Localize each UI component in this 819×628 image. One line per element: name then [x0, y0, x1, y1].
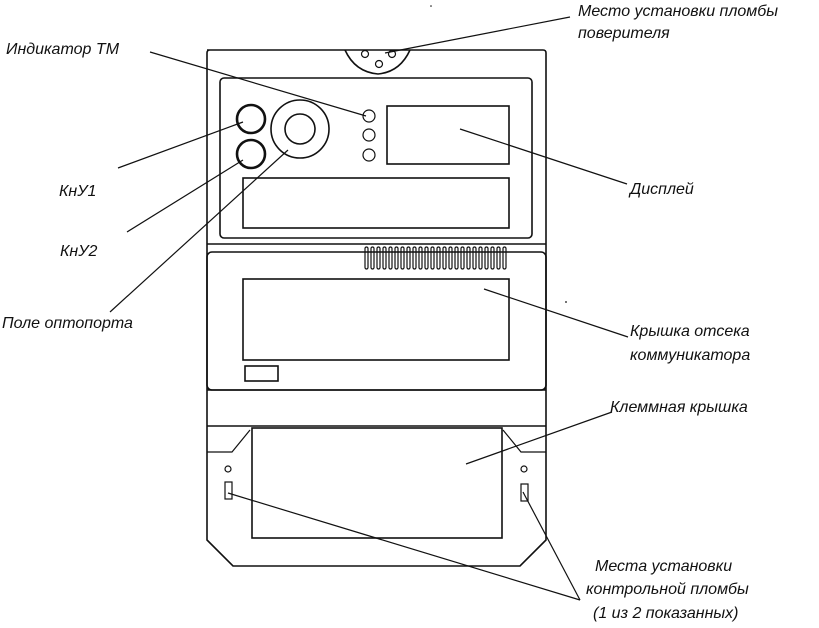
leader-control-seal-right — [522, 491, 581, 601]
label-knu1: КнУ1 — [59, 183, 97, 200]
vent-slot — [466, 246, 471, 270]
display-window — [386, 105, 510, 165]
comm-small-window — [244, 365, 279, 382]
vent-slot — [418, 246, 423, 270]
seal-hole-center — [374, 59, 384, 69]
knu1-button — [235, 103, 267, 135]
vent-slot — [406, 246, 411, 270]
terminal-cover-panel — [251, 427, 503, 539]
label-terminal-cover: Клеммная крышка — [610, 399, 748, 416]
vent-slot — [490, 246, 495, 270]
indicator-tm-led — [362, 109, 376, 123]
vent-slot — [376, 246, 381, 270]
vent-slot — [460, 246, 465, 270]
terminal-left-notch — [207, 429, 251, 453]
leader-optoport — [109, 149, 289, 313]
optoport-outer — [270, 99, 330, 159]
vent-slot — [424, 246, 429, 270]
leader-knu2 — [126, 159, 244, 233]
comm-cover-window — [242, 278, 510, 361]
stray-dot-1 — [565, 301, 567, 303]
vent-slot — [400, 246, 405, 270]
control-seal-hole-right — [520, 465, 528, 473]
leader-indicator-tm — [149, 51, 367, 117]
label-seal-verifier-line1: Место установки пломбы — [578, 3, 779, 20]
seal-hole-left — [360, 49, 370, 59]
seal-hole-right — [387, 49, 397, 59]
indicator-led-2 — [362, 128, 376, 142]
vent-slot — [484, 246, 489, 270]
vent-slot — [448, 246, 453, 270]
vent-slot — [394, 246, 399, 270]
leader-knu1 — [117, 121, 244, 169]
vent-slot — [454, 246, 459, 270]
stray-dot-2 — [430, 5, 432, 7]
vent-slot — [412, 246, 417, 270]
label-control-seal-line2: контрольной пломбы — [586, 581, 749, 598]
control-seal-hole-left — [224, 465, 232, 473]
vent-slots — [364, 246, 507, 270]
label-comm-cover-line1: Крышка отсека — [630, 323, 750, 340]
leader-comm-cover — [483, 288, 629, 338]
leader-seal-verifier — [384, 16, 571, 54]
leader-display — [459, 128, 628, 185]
label-optoport-field: Поле оптопорта — [2, 315, 133, 332]
housing-outline — [206, 49, 547, 567]
vent-slot — [370, 246, 375, 270]
leader-terminal-cover — [465, 411, 613, 465]
leader-control-seal-left — [227, 492, 581, 601]
terminal-right-notch — [502, 429, 546, 453]
comm-section — [206, 251, 547, 391]
label-control-seal-line3: (1 из 2 показанных) — [593, 605, 739, 622]
vent-slot — [430, 246, 435, 270]
vent-slot — [388, 246, 393, 270]
label-knu2: КнУ2 — [60, 243, 98, 260]
verifier-seal-bump — [344, 49, 411, 75]
label-seal-verifier-line2: поверителя — [578, 25, 670, 42]
vent-slot — [382, 246, 387, 270]
upper-panel — [219, 77, 533, 239]
label-indicator-tm: Индикатор ТМ — [6, 41, 120, 58]
optoport-inner — [284, 113, 316, 145]
label-comm-cover-line2: коммуникатора — [630, 347, 751, 364]
vent-slot — [502, 246, 507, 270]
label-control-seal-line1: Места установки — [595, 558, 733, 575]
vent-slot — [496, 246, 501, 270]
control-seal-slot-left — [224, 481, 233, 500]
vent-slot — [472, 246, 477, 270]
vent-slot — [442, 246, 447, 270]
vent-slot — [478, 246, 483, 270]
vent-slot — [436, 246, 441, 270]
vent-slot — [364, 246, 369, 270]
indicator-led-3 — [362, 148, 376, 162]
nameplate-strip — [242, 177, 510, 229]
control-seal-slot-right — [520, 483, 529, 502]
knu2-button — [235, 138, 267, 170]
label-display: Дисплей — [630, 181, 694, 198]
